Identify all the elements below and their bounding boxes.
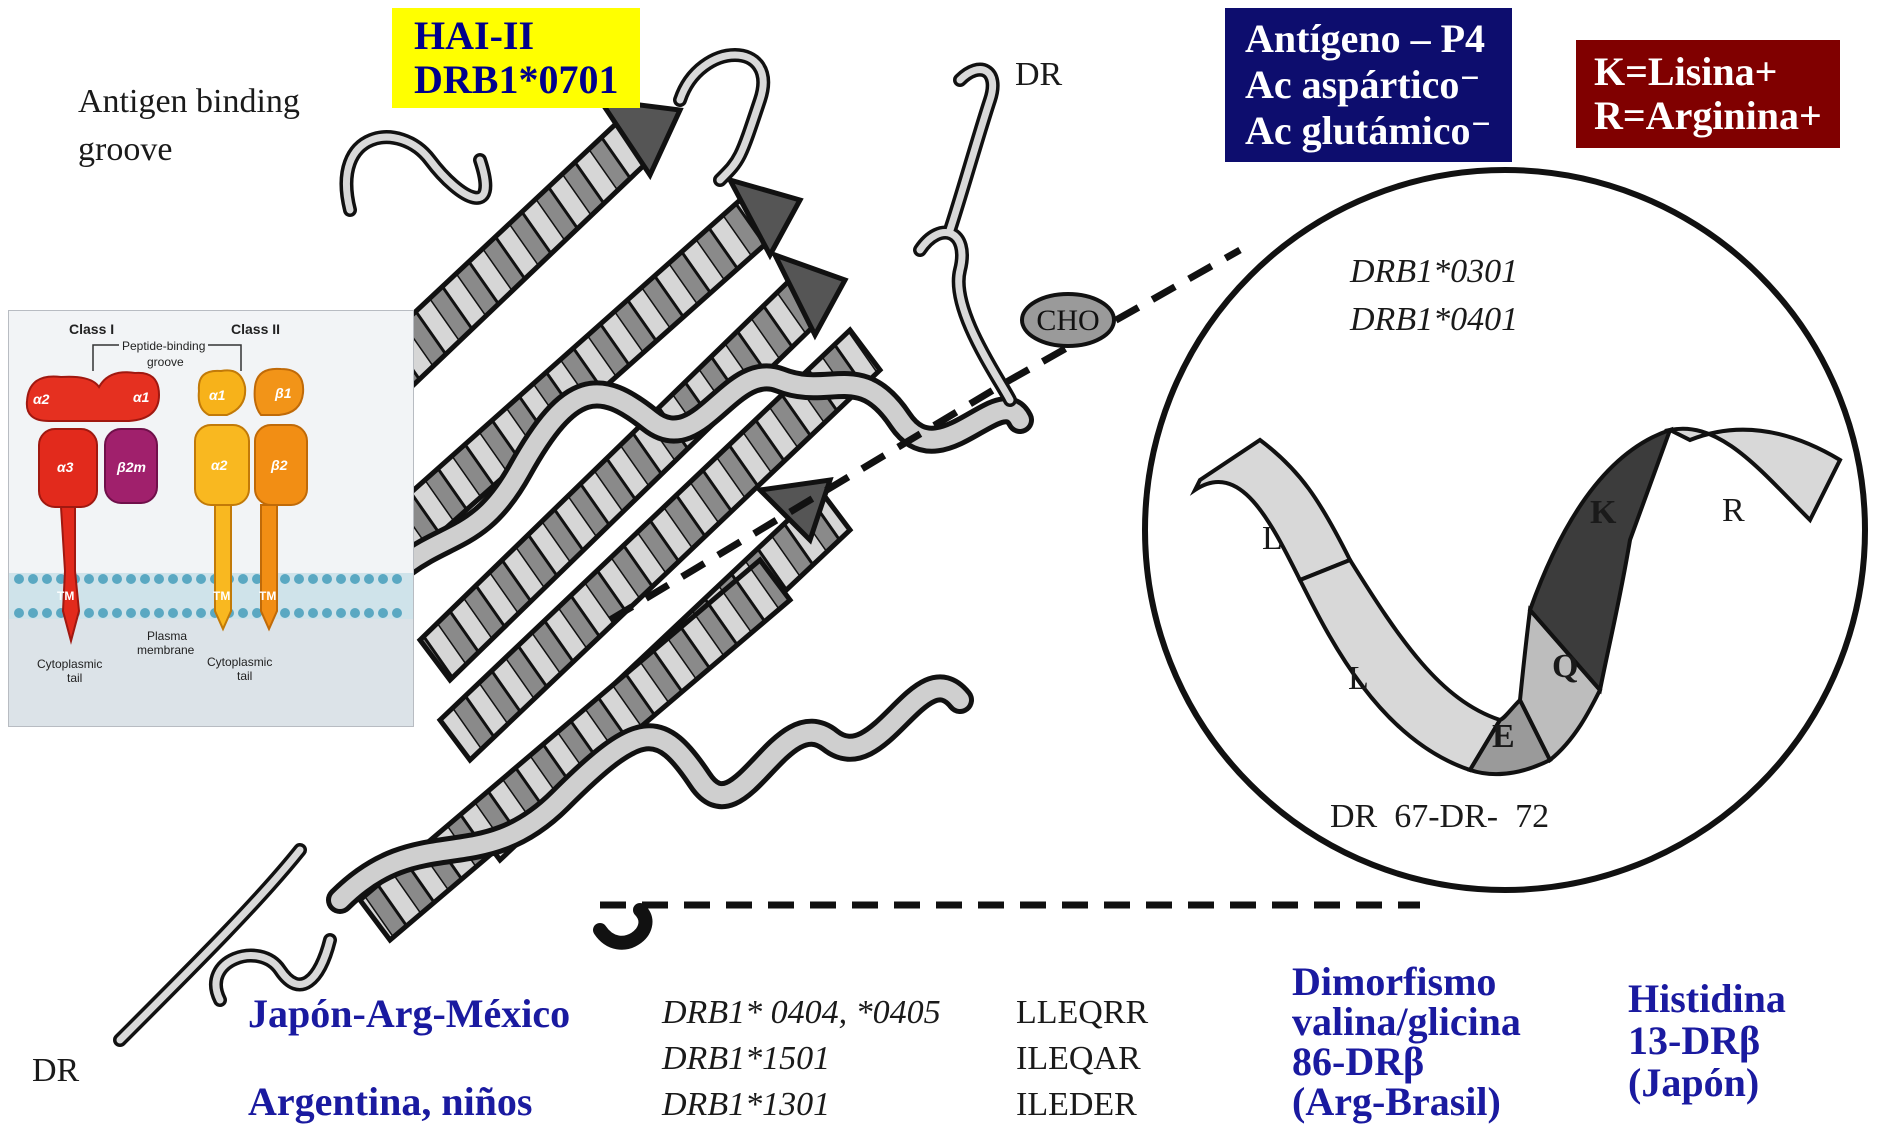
cho-label: CHO	[1030, 304, 1106, 338]
histidina-line-2: 13-DRβ	[1628, 1020, 1786, 1062]
lysine-arginine-box: K=Lisina+ R=Arginina+	[1576, 40, 1840, 148]
circle-allele-0401: DRB1*0401	[1350, 296, 1518, 344]
class-i-label: Class I	[69, 321, 114, 337]
dimorfismo-line-4: (Arg-Brasil)	[1292, 1082, 1521, 1122]
dr-range-label: DR 67-DR- 72	[1330, 798, 1549, 836]
membrane-label: membrane	[137, 643, 194, 657]
tail-right-label: tail	[237, 669, 252, 683]
class-i-a2-label: α2	[33, 391, 49, 407]
class-ii-a2-label: α2	[211, 457, 227, 473]
histidina-line-1: Histidina	[1628, 978, 1786, 1020]
class-ii-b2-label: β2	[271, 457, 287, 473]
antigen-line-1: Antígeno – P4	[1245, 16, 1492, 62]
groove-label: groove	[147, 355, 184, 369]
class-i-tm-label: TM	[57, 589, 74, 603]
hai-ii-line-1: HAI-II	[414, 14, 618, 58]
dr-bottom-left-label: DR	[32, 1052, 79, 1090]
class-i-b2m-label: β2m	[117, 459, 146, 475]
residue-l-2: L	[1348, 660, 1369, 698]
residue-k: K	[1590, 494, 1616, 532]
class-ii-b1-label: β1	[275, 385, 291, 401]
dimorfismo-line-3: 86-DRβ	[1292, 1042, 1521, 1082]
mhc-class-inset: Class I Class II Peptide-binding groove …	[8, 310, 414, 727]
peptide-binding-label: Peptide-binding	[119, 339, 208, 353]
antigen-binding-line-1: Antigen binding	[78, 78, 300, 126]
hai-ii-line-2: DRB1*0701	[414, 58, 618, 102]
hai-ii-box: HAI-II DRB1*0701	[392, 8, 640, 108]
histidina-block: Histidina 13-DRβ (Japón)	[1628, 978, 1786, 1104]
residue-e: E	[1492, 718, 1515, 756]
sequence-column: LLEQRR ILEQAR ILEDER	[1016, 990, 1148, 1128]
cyto-right-label: Cytoplasmic	[207, 655, 272, 669]
circle-alleles: DRB1*0301 DRB1*0401	[1350, 248, 1518, 344]
antigen-line-2: Ac aspártico⁻	[1245, 62, 1492, 108]
sequence-row-3: ILEDER	[1016, 1082, 1148, 1128]
allele-column: DRB1* 0404, *0405 DRB1*1501 DRB1*1301	[662, 990, 941, 1128]
allele-row-3: DRB1*1301	[662, 1082, 941, 1128]
class-i-a1-label: α1	[133, 389, 149, 405]
sequence-row-2: ILEQAR	[1016, 1036, 1148, 1082]
antigen-binding-line-2: groove	[78, 126, 300, 174]
dr-top-label: DR	[1015, 56, 1062, 94]
allele-row-2: DRB1*1501	[662, 1036, 941, 1082]
dimorfismo-block: Dimorfismo valina/glicina 86-DRβ (Arg-Br…	[1292, 962, 1521, 1122]
dimorfismo-line-1: Dimorfismo	[1292, 962, 1521, 1002]
class-ii-tm-label-2: TM	[259, 589, 276, 603]
class-ii-label: Class II	[231, 321, 280, 337]
antigen-p4-box: Antígeno – P4 Ac aspártico⁻ Ac glutámico…	[1225, 8, 1512, 162]
japon-arg-mexico-label: Japón-Arg-México	[248, 992, 570, 1036]
residue-r: R	[1722, 492, 1745, 530]
sequence-row-1: LLEQRR	[1016, 990, 1148, 1036]
histidina-line-3: (Japón)	[1628, 1062, 1786, 1104]
tail-left-label: tail	[67, 671, 82, 685]
cyto-left-label: Cytoplasmic	[37, 657, 102, 671]
class-ii-tm-label-1: TM	[213, 589, 230, 603]
allele-row-1: DRB1* 0404, *0405	[662, 990, 941, 1036]
antigen-binding-groove-label: Antigen binding groove	[78, 78, 300, 174]
argentina-ninos-label: Argentina, niños	[248, 1080, 533, 1124]
antigen-line-3: Ac glutámico⁻	[1245, 108, 1492, 154]
residue-q: Q	[1552, 648, 1578, 686]
arginine-line: R=Arginina+	[1594, 94, 1822, 138]
plasma-label: Plasma	[147, 629, 187, 643]
residue-l-1: L	[1262, 520, 1283, 558]
dimorfismo-line-2: valina/glicina	[1292, 1002, 1521, 1042]
class-ii-a1-label: α1	[209, 387, 225, 403]
class-i-a3-label: α3	[57, 459, 73, 475]
circle-allele-0301: DRB1*0301	[1350, 248, 1518, 296]
lysine-line: K=Lisina+	[1594, 50, 1822, 94]
